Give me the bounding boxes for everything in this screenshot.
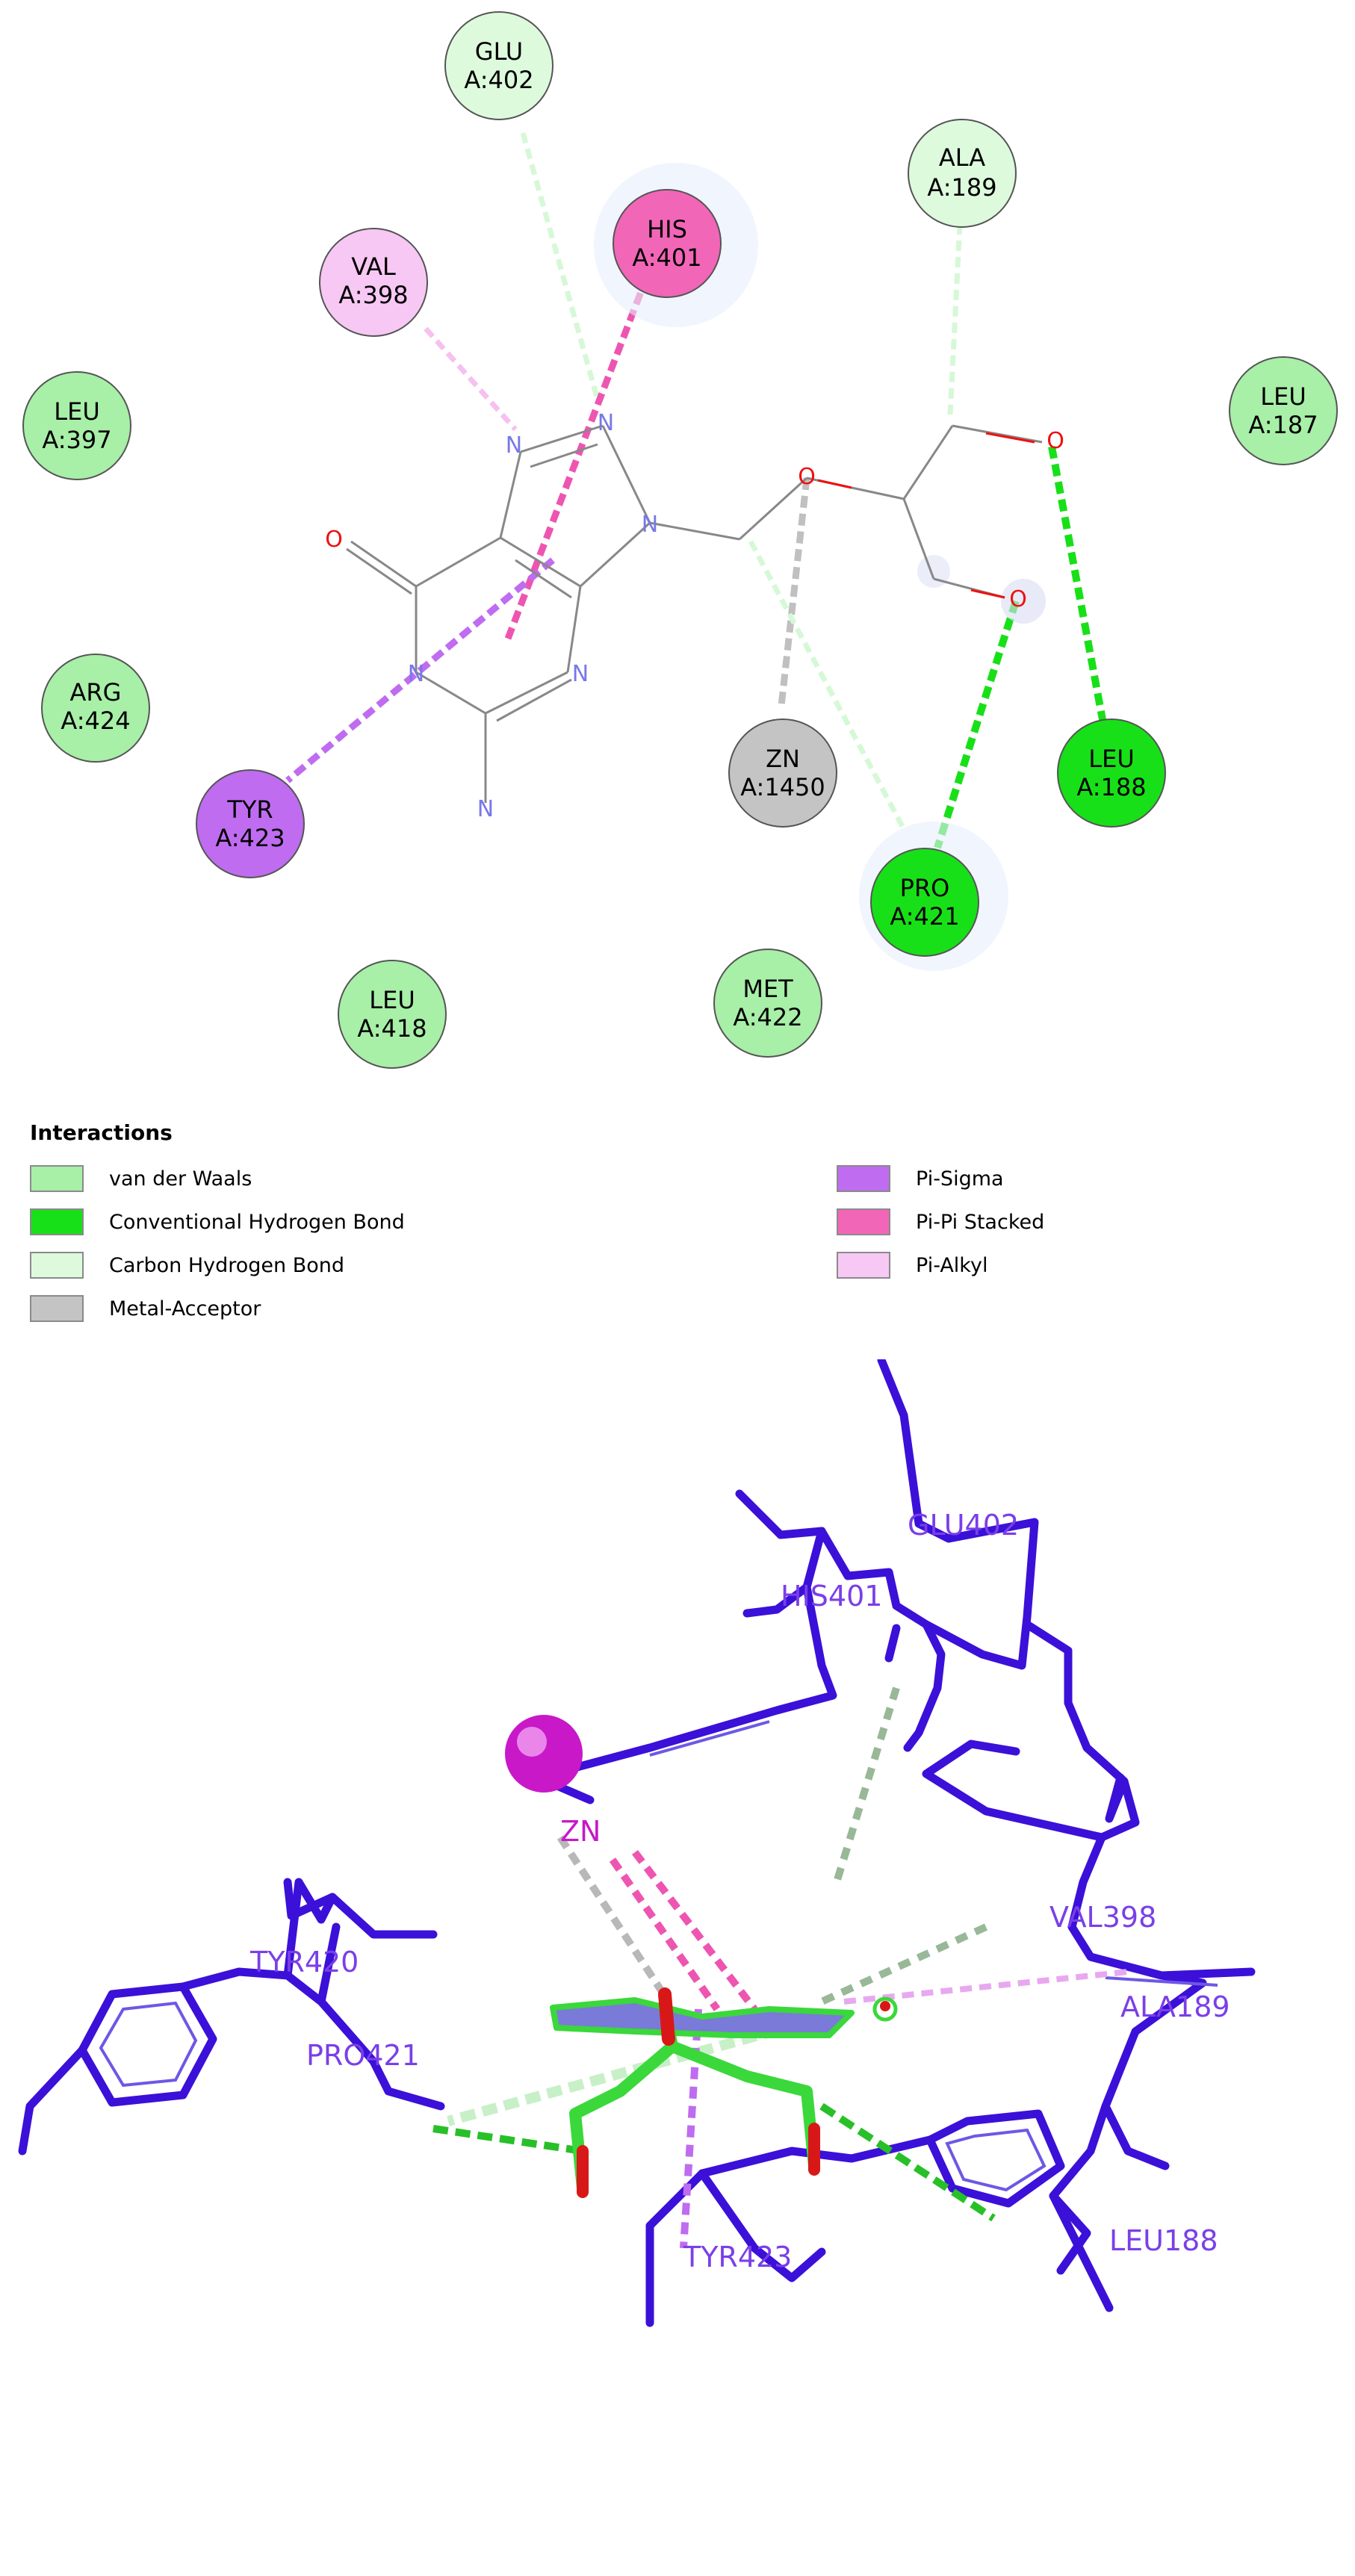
line-val398	[424, 326, 518, 432]
legend-swatch	[837, 1252, 890, 1279]
line-leu188	[1048, 446, 1109, 736]
svg-text:A:421: A:421	[890, 902, 959, 931]
svg-text:A:401: A:401	[632, 243, 701, 272]
legend-item-vdw: van der Waals	[30, 1164, 252, 1194]
atom-n: N	[598, 410, 614, 436]
svg-text:A:422: A:422	[733, 1003, 802, 1031]
svg-text:TYR: TYR	[226, 795, 273, 824]
atom-nh2: N	[477, 796, 494, 822]
residue-glu402: GLU A:402	[444, 11, 554, 120]
residue-leu187: LEU A:187	[1229, 356, 1338, 465]
svg-text:VAL: VAL	[351, 252, 396, 281]
residue-zn1450: ZN A:1450	[728, 719, 837, 828]
protein-residues	[18, 1359, 1256, 2327]
legend-item-pialkyl: Pi-Alkyl	[837, 1250, 987, 1280]
ligand-bonds	[346, 424, 1043, 803]
atom-n7: N	[506, 432, 522, 459]
svg-text:A:423: A:423	[215, 824, 285, 852]
svg-text:LEU: LEU	[369, 986, 415, 1014]
interaction-lines-3d	[432, 1686, 1129, 2249]
atom-o-bottom: O	[1009, 586, 1027, 612]
svg-text:A:188: A:188	[1076, 773, 1146, 801]
svg-text:GLU: GLU	[475, 37, 523, 66]
protein-double-bonds	[99, 1720, 1218, 2192]
svg-text:ALA: ALA	[939, 143, 985, 172]
svg-text:A:424: A:424	[61, 707, 130, 735]
zinc-ion	[505, 1715, 583, 1793]
residue-arg424: ARG A:424	[41, 654, 150, 763]
legend-item-pisigma: Pi-Sigma	[837, 1164, 1004, 1194]
residue-leu418: LEU A:418	[338, 960, 447, 1069]
legend-swatch	[837, 1208, 890, 1235]
legend-swatch	[30, 1295, 84, 1322]
svg-text:LEU: LEU	[1088, 745, 1134, 773]
line-pro421	[934, 600, 1020, 849]
legend-item-metal: Metal-Acceptor	[30, 1294, 261, 1323]
line-pro421-ch	[748, 540, 907, 831]
legend-item-chbond: Carbon Hydrogen Bond	[30, 1250, 344, 1280]
label-val398: VAL398	[1049, 1901, 1156, 1934]
svg-text:A:398: A:398	[338, 281, 408, 309]
residue-ala189: ALA A:189	[908, 119, 1017, 228]
atom-o-ether: O	[798, 464, 816, 490]
line-glu402	[520, 132, 601, 400]
legend-swatch	[30, 1208, 84, 1235]
svg-text:LEU: LEU	[1260, 382, 1306, 411]
residue-pro421: PRO A:421	[870, 848, 979, 957]
line-tyr423	[285, 557, 555, 783]
atom-n3: N	[572, 661, 589, 687]
svg-text:LEU: LEU	[54, 397, 99, 426]
atom-labels: N N N N N N O O O O	[325, 410, 1064, 822]
line-ala189	[947, 223, 963, 415]
residue-leu188: LEU A:188	[1057, 719, 1166, 828]
svg-text:A:402: A:402	[464, 66, 533, 94]
residue-met422: MET A:422	[713, 949, 822, 1058]
svg-text:A:418: A:418	[357, 1014, 427, 1043]
atom-o-top: O	[1047, 428, 1064, 454]
residue-leu397: LEU A:397	[22, 371, 131, 480]
legend: Interactions van der Waals Conventional …	[30, 1120, 1150, 1359]
residue-his401: HIS A:401	[613, 189, 722, 298]
svg-text:ARG: ARG	[70, 678, 122, 707]
svg-text:HIS: HIS	[647, 215, 687, 243]
interaction-lines	[285, 132, 1109, 849]
legend-item-hbond: Conventional Hydrogen Bond	[30, 1207, 405, 1237]
svg-text:A:187: A:187	[1248, 411, 1318, 439]
svg-text:MET: MET	[742, 975, 793, 1003]
structure-view-3d: GLU402 HIS401 ZN VAL398 TYR420 ALA189 PR…	[18, 1359, 1256, 2327]
svg-text:A:397: A:397	[42, 426, 111, 454]
label-glu402: GLU402	[908, 1509, 1019, 1542]
legend-swatch	[837, 1165, 890, 1192]
ligand-sticks	[550, 1987, 898, 2198]
label-leu188: LEU188	[1109, 2224, 1218, 2257]
interaction-diagram-2d: N N N N N N O O O O GLU A:402 ALA A:189 …	[22, 11, 1338, 1069]
svg-text:PRO: PRO	[900, 874, 950, 902]
residue-labels-3d: GLU402 HIS401 ZN VAL398 TYR420 ALA189 PR…	[249, 1509, 1230, 2274]
residues: GLU A:402 ALA A:189 HIS A:401 VAL A:398 …	[22, 11, 1338, 1069]
label-his401: HIS401	[781, 1580, 882, 1613]
ligand-bonds-red	[817, 432, 1035, 599]
label-tyr423: TYR423	[683, 2241, 792, 2274]
atom-n1: N	[408, 661, 424, 687]
label-ala189: ALA189	[1120, 1990, 1230, 2023]
legend-swatch	[30, 1252, 84, 1279]
atom-n9: N	[642, 512, 658, 538]
svg-text:ZN: ZN	[766, 745, 800, 773]
label-zn: ZN	[560, 1815, 601, 1848]
label-tyr420: TYR420	[249, 1946, 359, 1978]
line-zn	[778, 477, 810, 707]
legend-item-pipi: Pi-Pi Stacked	[837, 1207, 1044, 1237]
residue-tyr423: TYR A:423	[196, 769, 305, 878]
svg-text:A:189: A:189	[927, 173, 996, 202]
residue-val398: VAL A:398	[319, 228, 428, 337]
legend-swatch	[30, 1165, 84, 1192]
legend-title: Interactions	[30, 1120, 173, 1145]
atom-o6: O	[325, 527, 343, 553]
label-pro421: PRO421	[306, 2039, 420, 2072]
svg-text:A:1450: A:1450	[740, 773, 825, 801]
